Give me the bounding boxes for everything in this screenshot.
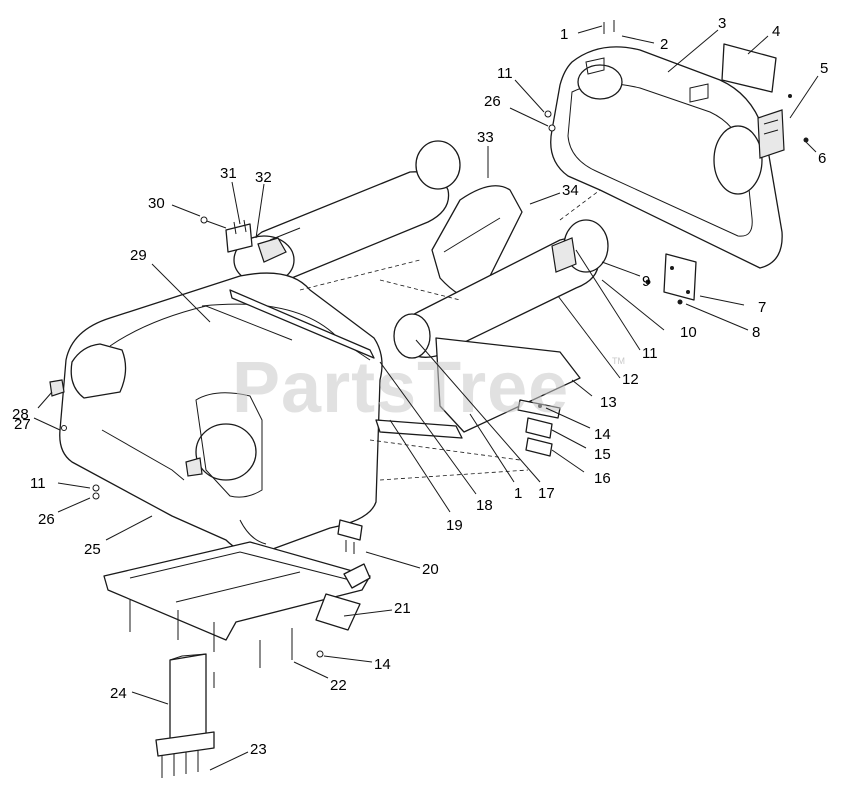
callout-12: 12	[622, 371, 639, 388]
nut-8	[677, 299, 683, 305]
clamp-31	[225, 219, 253, 253]
callout-23: 23	[250, 741, 267, 758]
washer-26	[548, 124, 556, 132]
latch	[757, 109, 785, 159]
watermark-tm: TM	[612, 356, 625, 366]
post-24	[155, 653, 215, 778]
clip-27	[61, 425, 67, 431]
callout-2: 2	[660, 36, 668, 53]
callout-7: 7	[758, 299, 766, 316]
bolt-30	[200, 216, 227, 229]
callout-labels: 1 2 3 4 5 6 11 26 33 31 32 30 34 29 9 7 …	[12, 15, 828, 758]
callout-32: 32	[255, 169, 272, 186]
callout-11-left: 11	[30, 475, 46, 492]
washer-9	[645, 279, 651, 285]
callout-16: 16	[594, 470, 611, 487]
callout-5: 5	[820, 60, 828, 77]
main-housing	[59, 272, 383, 554]
callout-24: 24	[110, 685, 127, 702]
upper-tube	[233, 140, 461, 285]
callout-19: 19	[446, 517, 463, 534]
brackets-14-16	[517, 399, 561, 457]
callout-17: 17	[538, 485, 555, 502]
callout-14-bottom: 14	[374, 656, 391, 673]
rail-18	[229, 289, 463, 439]
callout-20: 20	[422, 561, 439, 578]
screw-5	[788, 94, 792, 98]
callout-27: 27	[14, 416, 31, 433]
watermark: PartsTree	[232, 348, 569, 428]
callout-3: 3	[718, 15, 726, 32]
callout-18: 18	[476, 497, 493, 514]
callout-4: 4	[772, 23, 780, 40]
callout-11-upper: 11	[497, 65, 513, 82]
callout-15: 15	[594, 446, 611, 463]
nut-11-left	[92, 484, 100, 492]
callout-1-top: 1	[560, 26, 568, 43]
frame	[103, 541, 371, 641]
plate-7	[663, 253, 697, 301]
lower-tube	[393, 219, 609, 359]
callout-30: 30	[148, 195, 165, 212]
callout-9: 9	[642, 273, 650, 290]
bracket-20	[337, 519, 363, 554]
callout-26-upper: 26	[484, 93, 501, 110]
screw-6	[803, 137, 809, 143]
callout-13: 13	[600, 394, 617, 411]
callout-28: 28	[12, 406, 29, 423]
callout-22: 22	[330, 677, 347, 694]
knob-28	[49, 379, 65, 397]
callout-8: 8	[752, 324, 760, 341]
callout-6: 6	[818, 150, 826, 167]
washer-26-left	[92, 492, 100, 500]
decal	[721, 43, 777, 93]
callout-33: 33	[477, 129, 494, 146]
callout-34: 34	[562, 182, 579, 199]
bolts-22	[129, 600, 324, 668]
knob-right	[185, 457, 203, 477]
callout-29: 29	[130, 247, 147, 264]
bracket	[603, 20, 615, 34]
callout-11-right: 11	[642, 345, 658, 362]
leader-lines	[33, 25, 819, 771]
cover-33	[431, 185, 523, 301]
callout-14-right: 14	[594, 426, 611, 443]
callout-21: 21	[394, 600, 411, 617]
nut-11	[544, 110, 552, 118]
callout-1-bottom: 1	[514, 485, 522, 502]
assembly-guides	[299, 189, 601, 481]
callout-10: 10	[680, 324, 697, 341]
callout-25: 25	[84, 541, 101, 558]
callout-31: 31	[220, 165, 237, 182]
rear-panel	[550, 46, 783, 269]
callout-26-left: 26	[38, 511, 55, 528]
